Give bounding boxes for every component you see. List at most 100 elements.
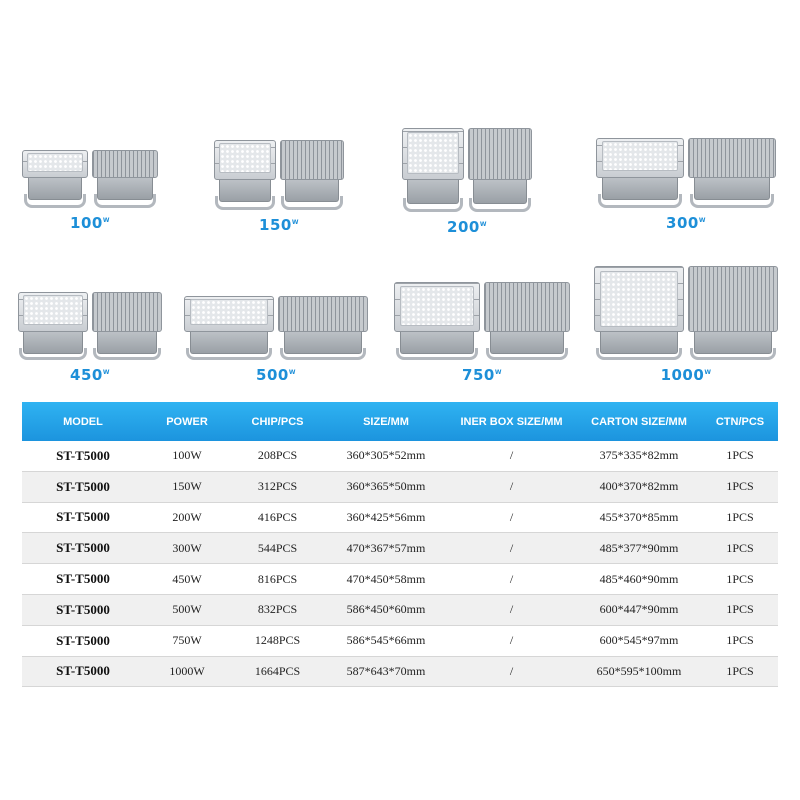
floodlight-back-icon bbox=[92, 150, 158, 208]
table-row: ST-T5000 100W 208PCS 360*305*52mm / 375*… bbox=[22, 441, 778, 472]
cell-size: 586*450*60mm bbox=[325, 594, 447, 626]
table-row: ST-T5000 450W 816PCS 470*450*58mm / 485*… bbox=[22, 563, 778, 595]
wattage-label: 150W bbox=[259, 216, 299, 234]
cell-inner-box: / bbox=[447, 471, 576, 503]
cell-size: 470*450*58mm bbox=[325, 563, 447, 595]
wattage-label: 750W bbox=[462, 366, 502, 384]
table-row: ST-T5000 1000W 1664PCS 587*643*70mm / 65… bbox=[22, 656, 778, 688]
spec-table: MODEL POWER CHIP/PCS SIZE/MM INER BOX SI… bbox=[22, 402, 778, 688]
cell-inner-box: / bbox=[447, 502, 576, 534]
cell-ctn: 1PCS bbox=[702, 471, 778, 503]
cell-inner-box: / bbox=[447, 532, 576, 565]
cell-ctn: 1PCS bbox=[702, 656, 778, 688]
floodlight-front-icon bbox=[18, 292, 88, 360]
lamp-pair bbox=[596, 138, 776, 208]
wattage-label: 300W bbox=[666, 214, 706, 232]
cell-power: 300W bbox=[144, 532, 230, 565]
cell-inner-box: / bbox=[447, 656, 576, 688]
table-row: ST-T5000 300W 544PCS 470*367*57mm / 485*… bbox=[22, 532, 778, 565]
cell-ctn: 1PCS bbox=[702, 625, 778, 657]
product-1000w: 1000W bbox=[594, 266, 778, 384]
product-500w: 500W bbox=[184, 296, 368, 384]
cell-size: 586*545*66mm bbox=[325, 625, 447, 657]
cell-chip: 312PCS bbox=[230, 471, 325, 503]
product-450w: 450W bbox=[18, 292, 162, 384]
floodlight-front-icon bbox=[596, 138, 684, 208]
floodlight-front-icon bbox=[394, 282, 480, 360]
cell-model: ST-T5000 bbox=[22, 471, 144, 503]
cell-power: 750W bbox=[144, 625, 230, 657]
cell-size: 360*365*50mm bbox=[325, 471, 447, 503]
lamp-pair bbox=[394, 282, 570, 360]
cell-ctn: 1PCS bbox=[702, 532, 778, 565]
cell-inner-box: / bbox=[447, 625, 576, 657]
cell-carton-size: 485*460*90mm bbox=[576, 563, 702, 595]
product-200w: 200W bbox=[402, 128, 532, 236]
cell-model: ST-T5000 bbox=[22, 532, 144, 565]
floodlight-front-icon bbox=[214, 140, 276, 210]
cell-size: 360*425*56mm bbox=[325, 502, 447, 534]
cell-power: 200W bbox=[144, 502, 230, 534]
cell-size: 360*305*52mm bbox=[325, 441, 447, 472]
cell-power: 150W bbox=[144, 471, 230, 503]
cell-chip: 832PCS bbox=[230, 594, 325, 626]
cell-chip: 1664PCS bbox=[230, 656, 325, 688]
wattage-label: 200W bbox=[447, 218, 487, 236]
product-150w: 150W bbox=[214, 140, 344, 234]
cell-model: ST-T5000 bbox=[22, 594, 144, 626]
cell-inner-box: / bbox=[447, 594, 576, 626]
cell-ctn: 1PCS bbox=[702, 502, 778, 534]
cell-size: 587*643*70mm bbox=[325, 656, 447, 688]
table-row: ST-T5000 750W 1248PCS 586*545*66mm / 600… bbox=[22, 625, 778, 657]
cell-inner-box: / bbox=[447, 441, 576, 472]
cell-ctn: 1PCS bbox=[702, 563, 778, 595]
product-300w: 300W bbox=[596, 138, 776, 232]
lamp-pair bbox=[184, 296, 368, 360]
product-100w: 100W bbox=[22, 150, 158, 232]
header-size: SIZE/MM bbox=[325, 402, 447, 441]
floodlight-back-icon bbox=[688, 138, 776, 208]
cell-inner-box: / bbox=[447, 563, 576, 595]
floodlight-back-icon bbox=[484, 282, 570, 360]
wattage-label: 1000W bbox=[660, 366, 712, 384]
cell-carton-size: 600*545*97mm bbox=[576, 625, 702, 657]
header-carton-size: CARTON SIZE/MM bbox=[576, 402, 702, 441]
product-750w: 750W bbox=[394, 282, 570, 384]
cell-size: 470*367*57mm bbox=[325, 532, 447, 565]
cell-ctn: 1PCS bbox=[702, 594, 778, 626]
floodlight-front-icon bbox=[22, 150, 88, 208]
cell-chip: 1248PCS bbox=[230, 625, 325, 657]
cell-carton-size: 455*370*85mm bbox=[576, 502, 702, 534]
floodlight-front-icon bbox=[184, 296, 274, 360]
header-inner-box: INER BOX SIZE/MM bbox=[447, 402, 576, 441]
lamp-pair bbox=[214, 140, 344, 210]
lamp-pair bbox=[594, 266, 778, 360]
cell-power: 100W bbox=[144, 441, 230, 472]
floodlight-front-icon bbox=[402, 128, 464, 212]
cell-carton-size: 485*377*90mm bbox=[576, 532, 702, 565]
cell-chip: 208PCS bbox=[230, 441, 325, 472]
table-row: ST-T5000 200W 416PCS 360*425*56mm / 455*… bbox=[22, 502, 778, 534]
header-model: MODEL bbox=[22, 402, 144, 441]
cell-power: 450W bbox=[144, 563, 230, 595]
cell-model: ST-T5000 bbox=[22, 441, 144, 472]
cell-carton-size: 400*370*82mm bbox=[576, 471, 702, 503]
cell-carton-size: 600*447*90mm bbox=[576, 594, 702, 626]
cell-chip: 416PCS bbox=[230, 502, 325, 534]
header-power: POWER bbox=[144, 402, 230, 441]
cell-model: ST-T5000 bbox=[22, 656, 144, 688]
floodlight-back-icon bbox=[468, 128, 532, 212]
floodlight-back-icon bbox=[278, 296, 368, 360]
cell-ctn: 1PCS bbox=[702, 441, 778, 472]
wattage-label: 450W bbox=[70, 366, 110, 384]
table-row: ST-T5000 500W 832PCS 586*450*60mm / 600*… bbox=[22, 594, 778, 626]
lamp-pair bbox=[22, 150, 158, 208]
cell-model: ST-T5000 bbox=[22, 563, 144, 595]
cell-chip: 544PCS bbox=[230, 532, 325, 565]
lamp-pair bbox=[402, 128, 532, 212]
cell-carton-size: 375*335*82mm bbox=[576, 441, 702, 472]
wattage-label: 100W bbox=[70, 214, 110, 232]
floodlight-back-icon bbox=[280, 140, 344, 210]
table-row: ST-T5000 150W 312PCS 360*365*50mm / 400*… bbox=[22, 471, 778, 503]
cell-chip: 816PCS bbox=[230, 563, 325, 595]
